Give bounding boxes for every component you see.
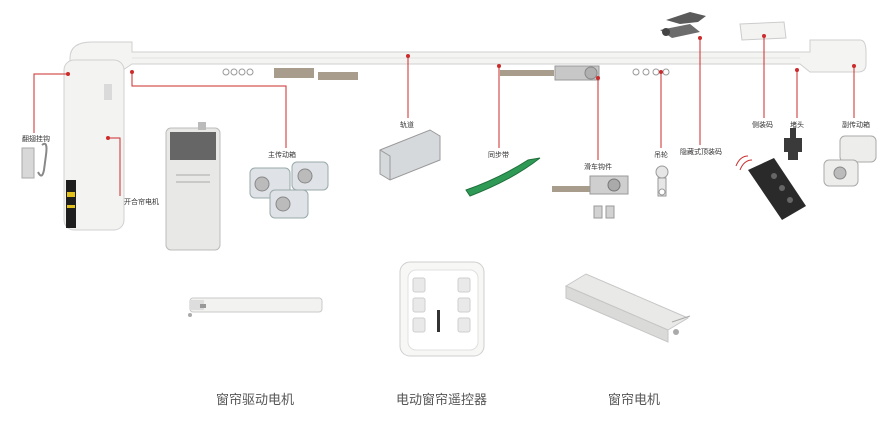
slider-plate-1 — [274, 68, 314, 78]
label-hanger: 吊轮 — [654, 151, 668, 159]
caption-tubular-motor: 窗帘驱动电机 — [216, 393, 295, 408]
label-motor: 开合帘电机 — [124, 198, 159, 206]
bracket-part — [660, 12, 706, 38]
wall-switch-image — [399, 261, 485, 357]
tubular-motor-image — [188, 297, 323, 317]
label-belt: 同步带 — [488, 151, 509, 159]
label-end-cap: 堵头 — [790, 121, 804, 129]
curtain-track — [69, 39, 867, 73]
rail-wheel — [584, 66, 598, 80]
label-track: 轨道 — [400, 121, 414, 129]
label-bracket: 隐藏式顶装码 — [680, 148, 722, 156]
track-profile — [379, 129, 441, 181]
signal-arc-2 — [739, 159, 753, 171]
end-cap-part — [784, 128, 802, 160]
controller-box — [165, 122, 221, 251]
motor-unit — [63, 59, 125, 231]
label-end-drive: 副传动箱 — [842, 121, 870, 129]
slider-plate-2 — [318, 72, 358, 80]
label-cover: 侧装码 — [752, 121, 773, 129]
main-drive-parts — [249, 161, 329, 219]
curtain-motor-image — [564, 273, 691, 343]
signal-arc-1 — [735, 155, 749, 167]
remote-control — [748, 158, 806, 220]
hanger-part — [655, 165, 669, 197]
label-hook: 翻翅挂钩 — [22, 135, 50, 143]
rail-slider-a — [500, 70, 554, 76]
caption-wall-switch: 电动窗帘遥控器 — [396, 393, 488, 408]
hook-part — [21, 142, 48, 179]
cover-piece — [739, 21, 787, 41]
label-main-drive: 主传动箱 — [268, 151, 296, 159]
pulley-parts — [552, 175, 629, 219]
callout-lines — [33, 36, 855, 196]
callout-dots — [66, 34, 856, 140]
caption-curtain-motor: 窗帘电机 — [608, 393, 661, 408]
label-pulley: 滑车钩件 — [584, 163, 612, 171]
sync-belt — [465, 157, 541, 197]
end-drive-parts — [823, 135, 877, 187]
